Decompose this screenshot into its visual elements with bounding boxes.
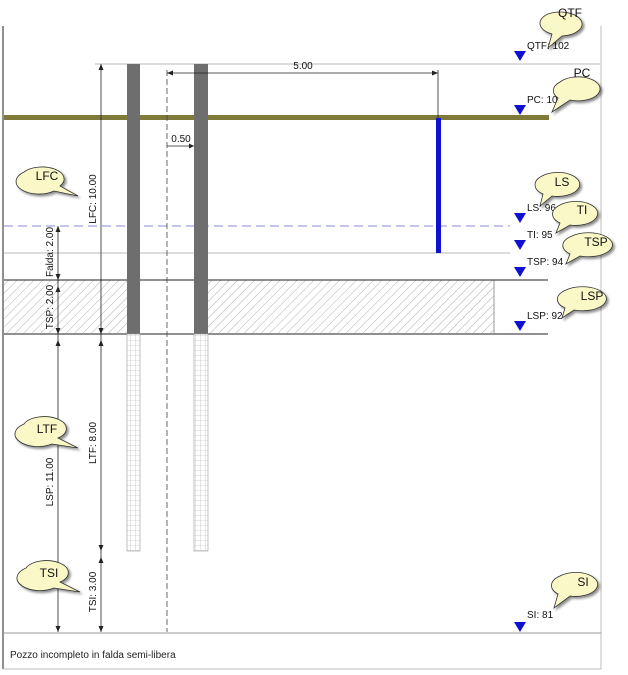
- distance-arrow-left: [167, 70, 173, 76]
- well-casing-right: [194, 64, 208, 334]
- lfc-label: LFC: 10.00: [88, 174, 99, 224]
- si-callout: [551, 572, 599, 610]
- falda-arrow-top: [55, 226, 61, 232]
- lsp-marker-icon: [514, 321, 526, 331]
- ltf-label: LTF: 8.00: [88, 422, 99, 464]
- ls-level-label: LS: 96: [527, 203, 556, 214]
- tsp-arrow-bottom: [55, 328, 61, 334]
- tsi-arrow-bottom: [98, 626, 104, 632]
- ls-marker-icon: [514, 213, 526, 223]
- ltf-callout: [14, 416, 79, 449]
- tsi-callout-shape: [16, 560, 81, 593]
- permeable-layer-right: [208, 280, 494, 333]
- si-callout-text: SI: [577, 575, 588, 589]
- falda-arrow-bottom: [55, 274, 61, 280]
- tsi-label: TSI: 3.00: [88, 571, 99, 612]
- lfc-callout: [15, 166, 79, 197]
- lsp-callout: [556, 286, 607, 319]
- lfc-callout-shape: [15, 166, 79, 197]
- ls-callout-shape: [534, 172, 581, 208]
- si-level-label: SI: 81: [527, 610, 554, 621]
- well-screen-left: [126, 333, 141, 552]
- ti-callout-shape: [552, 201, 599, 234]
- well-screen-right: [193, 333, 209, 552]
- lsp-level-label: LSP: 92: [527, 311, 563, 322]
- tsi-callout-text: TSI: [40, 566, 59, 580]
- lfc-arrow-top: [98, 64, 104, 70]
- distance-label: 5.00: [293, 61, 313, 72]
- tsp-level-label: TSP: 94: [527, 257, 564, 268]
- ti-callout-text: TI: [577, 203, 588, 217]
- lfc-arrow-bottom: [98, 328, 104, 334]
- ltf-callout-shape: [14, 416, 79, 449]
- radius-arrow: [189, 143, 194, 149]
- tsp-callout-shape: [562, 232, 613, 265]
- ls-callout: [534, 172, 581, 208]
- radius-label: 0.50: [171, 134, 191, 145]
- well-casing-left: [127, 64, 140, 334]
- lsp-callout-text: LSP: [581, 289, 604, 303]
- tsp-dimension-label: TSP: 2.00: [45, 284, 56, 329]
- ls-callout-text: LS: [555, 175, 570, 189]
- tsi-arrow-top: [98, 557, 104, 563]
- tsi-callout: [16, 560, 81, 593]
- lsp-dimension-label: LSP: 11.00: [45, 457, 56, 506]
- qtf-callout-text: QTF: [558, 6, 582, 20]
- lfc-callout-text: LFC: [36, 169, 59, 183]
- ti-marker-icon: [514, 240, 526, 250]
- tsp-callout-text: TSP: [584, 235, 607, 249]
- tsp-callout: [562, 232, 613, 265]
- ltf-arrow-top: [98, 340, 104, 346]
- pc-callout-shape: [551, 76, 601, 114]
- ti-callout: [552, 201, 599, 234]
- observation-bar: [436, 118, 441, 253]
- falda-label: Falda: 2.00: [45, 227, 56, 277]
- lsp-arrow-bottom: [55, 626, 61, 632]
- pc-level-label: PC: 100: [527, 95, 564, 106]
- lsp-callout-shape: [556, 286, 607, 319]
- diagram-caption: Pozzo incompleto in falda semi-libera: [10, 650, 176, 661]
- pc-marker-icon: [514, 105, 526, 115]
- qtf-callout-shape: [539, 11, 583, 50]
- lsp-arrow-top: [55, 340, 61, 346]
- qtf-callout: [539, 11, 583, 50]
- ground-surface: [4, 115, 549, 120]
- permeable-layer-left: [4, 280, 127, 333]
- ltf-callout-text: LTF: [37, 422, 57, 436]
- si-callout-shape: [551, 572, 599, 610]
- tsp-marker-icon: [514, 267, 526, 277]
- ltf-arrow-bottom: [98, 545, 104, 551]
- ti-level-label: TI: 95: [527, 230, 553, 241]
- tsp-arrow-top: [55, 286, 61, 292]
- distance-arrow-right: [432, 70, 438, 76]
- pc-callout: [551, 76, 601, 114]
- pc-callout-text: PC: [574, 66, 591, 80]
- si-marker-icon: [514, 622, 526, 632]
- qtf-marker-icon: [514, 51, 526, 61]
